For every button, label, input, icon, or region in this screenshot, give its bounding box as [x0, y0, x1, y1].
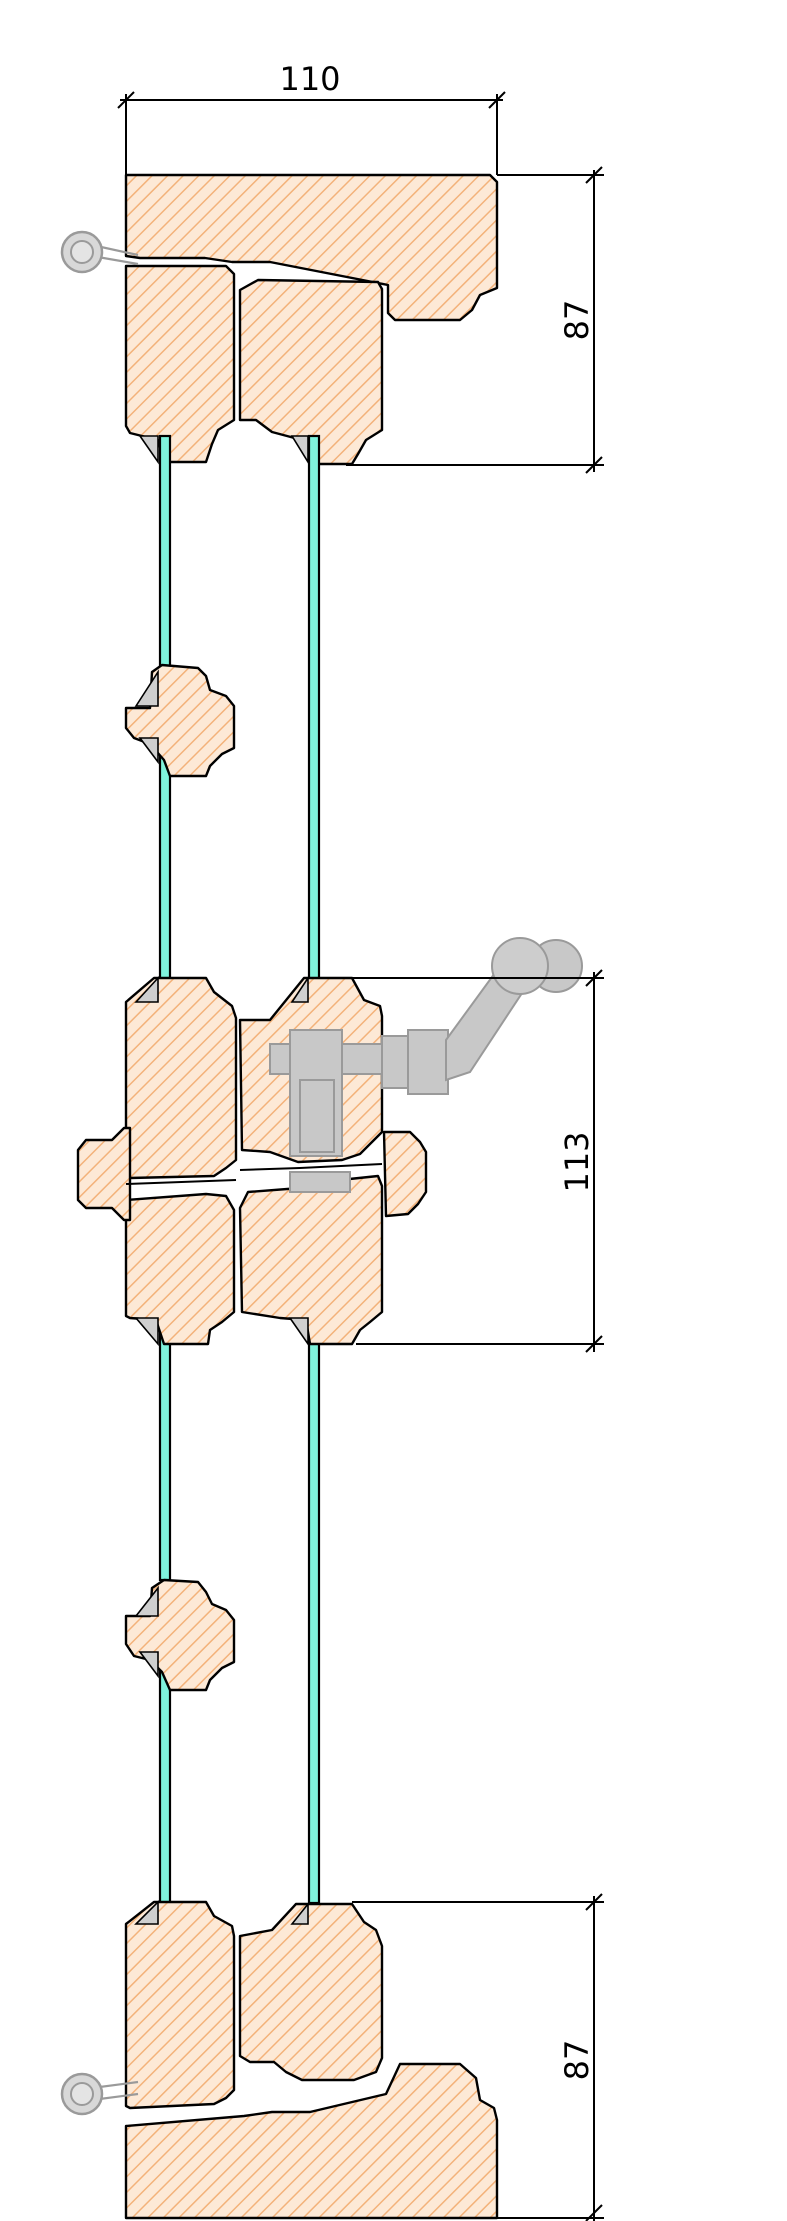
dimension-label-87-top: 87 — [558, 300, 596, 341]
glazing-bar-upper — [124, 663, 236, 778]
glass-left-low — [158, 1318, 172, 1582]
frame-top — [124, 173, 499, 322]
top-frame-section — [60, 173, 499, 466]
seal-knob-bottom — [60, 2072, 139, 2116]
dimension-label-87-bottom: 87 — [558, 2040, 596, 2081]
glass-right-lower — [307, 1318, 321, 1905]
glass-right-upper — [307, 434, 321, 1001]
sash-top-right — [238, 278, 384, 466]
sash-top-left — [124, 264, 236, 464]
glass-left-mid — [158, 739, 172, 1001]
dimension-height-middle: 113 — [352, 969, 604, 1353]
seal-knob-top — [60, 230, 139, 274]
dimension-height-bottom: 87 — [352, 1893, 604, 2221]
dimension-label-110: 110 — [279, 60, 340, 98]
bead-top-left — [138, 435, 159, 465]
bead-top-right — [290, 435, 309, 465]
glass-left-top — [158, 434, 172, 703]
bottom-frame-section — [60, 1900, 499, 2220]
dimension-height-top: 87 — [346, 166, 604, 474]
dimension-label-113: 113 — [558, 1131, 596, 1192]
glazing-bar-lower — [124, 1578, 236, 1692]
window-handle — [269, 937, 583, 1193]
dimension-width-top: 110 — [117, 60, 506, 175]
meeting-rail-section — [76, 975, 428, 1347]
